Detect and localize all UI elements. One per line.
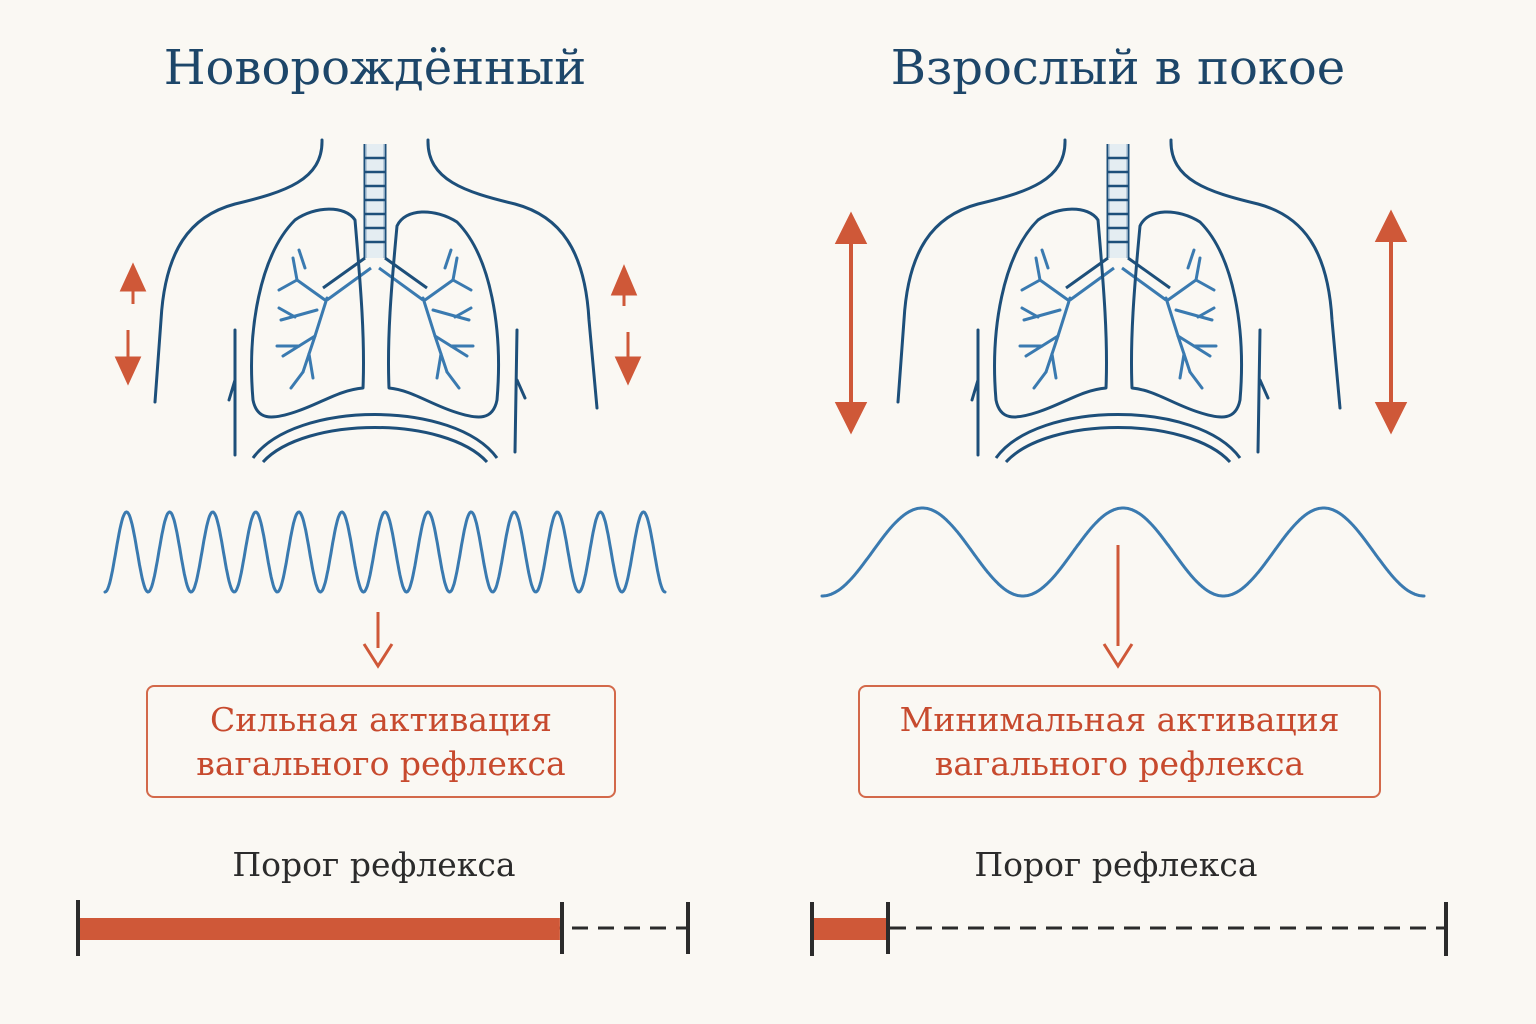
adult-large-motion-arrows	[834, 209, 1408, 435]
newborn-title: Новорождённый	[163, 40, 587, 96]
newborn-chest-illustration	[153, 138, 599, 464]
newborn-activation-box: Сильная активация вагального рефлекса	[146, 685, 616, 798]
newborn-down-arrow	[362, 612, 394, 669]
adult-title: Взрослый в покое	[890, 40, 1346, 96]
newborn-fast-breathing-wave	[103, 510, 667, 594]
adult-activation-line2: вагального рефлекса	[934, 743, 1305, 783]
adult-threshold-label: Порог рефлекса	[974, 845, 1258, 884]
adult-down-arrow	[1102, 545, 1134, 669]
newborn-threshold-scale	[76, 900, 690, 956]
adult-threshold-scale	[810, 902, 1448, 956]
newborn-activation-line1: Сильная активация	[210, 699, 552, 739]
adult-activation-line1: Минимальная активация	[899, 699, 1340, 739]
adult-activation-box: Минимальная активация вагального рефлекс…	[858, 685, 1381, 798]
newborn-small-motion-arrows	[114, 262, 642, 386]
adult-slow-breathing-wave	[820, 506, 1426, 598]
newborn-activation-line2: вагального рефлекса	[196, 743, 566, 783]
newborn-threshold-label: Порог рефлекса	[232, 845, 516, 884]
adult-chest-illustration	[896, 138, 1342, 464]
